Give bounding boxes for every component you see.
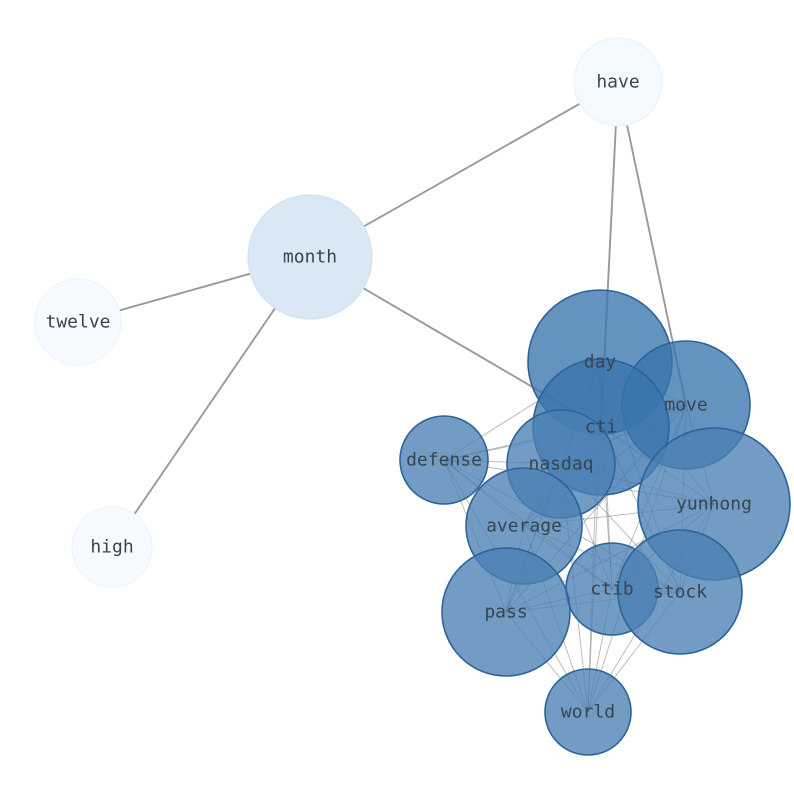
graph-node-defense: [399, 415, 489, 505]
graph-node-stock: [617, 529, 743, 655]
nodes-layer: [34, 37, 791, 756]
graph-node-month: [247, 194, 373, 320]
graph-node-twelve: [34, 278, 122, 366]
graph-node-have: [573, 37, 663, 127]
graph-node-high: [71, 506, 153, 588]
graph-node-world: [544, 668, 632, 756]
graph-node-pass: [441, 547, 571, 677]
